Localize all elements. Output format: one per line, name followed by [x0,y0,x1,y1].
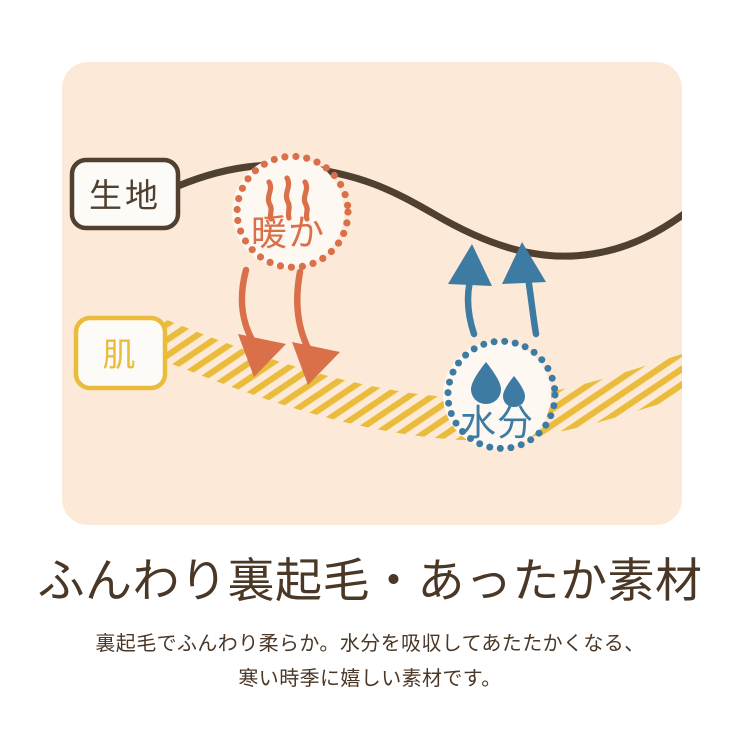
moisture-bubble-label: 水分 [460,402,534,443]
skin-label[interactable]: 肌 [73,315,168,391]
warm-bubble-dotted-ring [233,152,352,271]
fabric-skin-diagram: 暖か [62,62,682,525]
skin-label-box [73,315,168,391]
headline: ふんわり裏起毛・あったか素材 [37,554,703,607]
moisture-arrow-head-2 [502,242,546,284]
subcopy-line-1: 裏起毛でふんわり柔らか。水分を吸収してあたたかくなる、 [95,633,645,656]
subcopy: 裏起毛でふんわり柔らか。水分を吸収してあたたかくなる、 寒い時季に嬉しい素材です… [0,627,740,696]
heat-arrow-head-2 [292,342,340,385]
moisture-bubble: 水分 [443,337,559,452]
fabric-label-box [69,157,181,231]
panel-background [62,62,682,525]
moisture-arrow-head-1 [448,244,492,286]
heat-arrow-head-1 [238,334,286,377]
moisture-arrow-group [448,242,546,338]
caption-block: ふんわり裏起毛・あったか素材 裏起毛でふんわり柔らか。水分を吸収してあたたかくな… [0,552,740,696]
warm-bubble: 暖か [232,152,352,271]
fabric-label[interactable]: 生地 [69,157,181,231]
diagram-panel: 暖か [62,62,682,525]
fabric-label-text: 生地 [89,177,161,214]
steam-lines-icon [265,175,310,222]
moisture-bubble-dotted-ring [444,337,559,452]
subcopy-line-2: 寒い時季に嬉しい素材です。 [238,667,502,690]
heat-arrow-group [238,266,340,385]
warm-bubble-label: 暖か [251,212,325,253]
skin-label-text: 肌 [103,336,138,373]
water-drop-icon [471,362,525,407]
